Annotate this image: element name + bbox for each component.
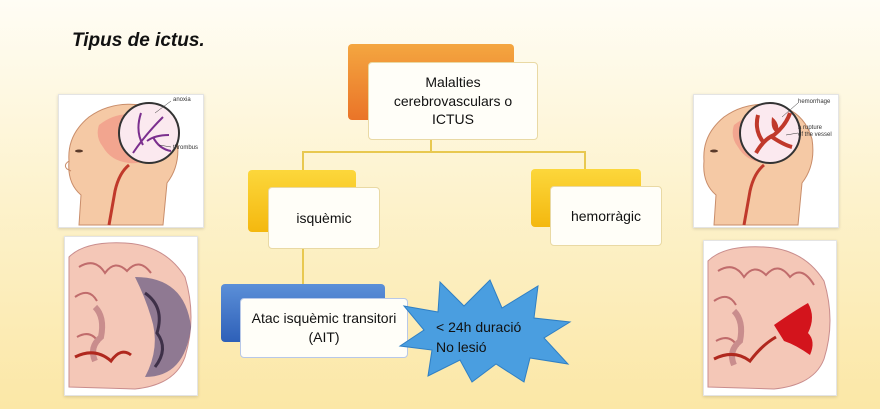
ait-node: Atac isquèmic transitori (AIT) <box>240 298 408 358</box>
ait-node-line1: Atac isquèmic transitori <box>251 310 397 327</box>
ischemic-head-illustration: anoxia thrombus <box>58 94 204 228</box>
root-node-line1: Malalties <box>425 73 481 90</box>
ischemic-brain-section <box>64 236 198 396</box>
hemorrhagic-node: hemorràgic <box>550 186 662 246</box>
starburst-callout <box>398 279 572 383</box>
ischemic-node-label: isquèmic <box>296 209 352 226</box>
callout-text: < 24h duració No lesió <box>436 318 521 357</box>
connector-right-down <box>584 151 586 171</box>
label-hemorrhage: hemorrhage <box>798 99 831 105</box>
hemorrhagic-node-label: hemorràgic <box>570 207 642 224</box>
label-thrombus: thrombus <box>173 145 198 151</box>
slide-title: Tipus de ictus. <box>72 30 205 51</box>
label-vessel: of the vessel <box>798 132 832 138</box>
ischemic-node: isquèmic <box>268 187 380 249</box>
label-anoxia: anoxia <box>173 97 191 103</box>
connector-root-down <box>430 138 432 152</box>
callout-line1: < 24h duració <box>436 319 522 335</box>
connector-horizontal <box>302 151 586 153</box>
ait-node-line2: (AIT) <box>308 329 340 345</box>
root-node: Malalties cerebrovasculars o ICTUS <box>368 62 538 140</box>
hemorrhagic-head-illustration: hemorrhage a rupture of the vessel <box>693 94 839 228</box>
callout-line2: No lesió <box>436 338 487 355</box>
hemorrhagic-brain-section <box>703 240 837 396</box>
label-rupture: a rupture <box>798 125 823 131</box>
root-node-line2: cerebrovasculars o <box>393 92 513 109</box>
root-node-line3: ICTUS <box>432 111 474 128</box>
connector-sub-down <box>302 248 304 284</box>
connector-left-down <box>302 151 304 171</box>
